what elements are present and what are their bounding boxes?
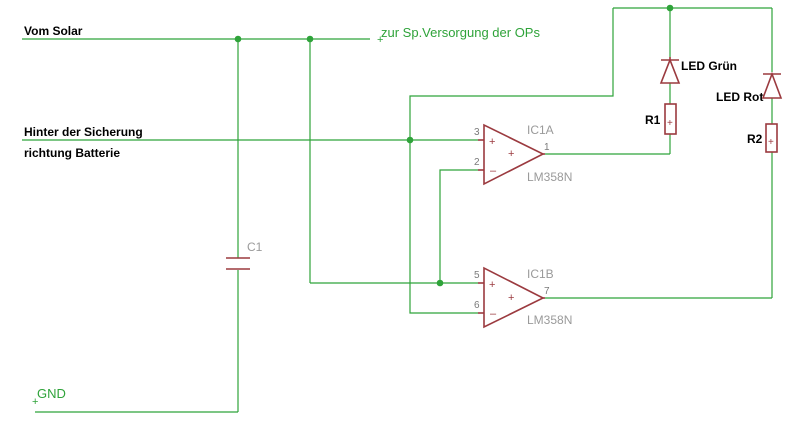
opamp-ic1b-plus: + bbox=[489, 279, 495, 291]
junctions bbox=[234, 4, 674, 287]
capacitor-c1-label: C1 bbox=[247, 240, 263, 254]
led-green: LED Grün bbox=[659, 57, 737, 84]
resistor-r1-label: R1 bbox=[645, 113, 661, 127]
resistor-r1: + R1 bbox=[645, 103, 677, 135]
opamp-ic1b-name: IC1B bbox=[527, 267, 554, 281]
capacitor-c1: C1 bbox=[226, 240, 263, 270]
resistor-r1-marker: + bbox=[667, 118, 673, 129]
opamp-ic1a-minus: – bbox=[490, 165, 497, 177]
opamp-ic1a-pin2: 2 bbox=[474, 157, 480, 168]
opamp-ic1a-plus: + bbox=[489, 136, 495, 148]
net-label-gnd-marker: + bbox=[32, 396, 38, 408]
opamp-ic1a-supply-plus: + bbox=[508, 148, 514, 160]
resistor-r2-marker: + bbox=[768, 137, 774, 148]
junction-dot bbox=[306, 35, 314, 43]
opamp-ic1b-type: LM358N bbox=[527, 313, 572, 327]
net-label-op-supply-marker: + bbox=[377, 34, 383, 46]
junction-dot bbox=[436, 279, 444, 287]
led-red: LED Rot bbox=[716, 71, 783, 104]
opamp-ic1b-pin6: 6 bbox=[474, 300, 480, 311]
opamp-ic1b: + – + 5 6 7 IC1B LM358N bbox=[474, 266, 572, 329]
resistor-r2: + R2 bbox=[747, 123, 778, 153]
wires bbox=[22, 7, 773, 413]
opamp-ic1a-pin1: 1 bbox=[544, 142, 550, 153]
opamp-ic1b-minus: – bbox=[490, 308, 497, 320]
net-label-battery-line2: richtung Batterie bbox=[24, 146, 120, 160]
led-red-label: LED Rot bbox=[716, 90, 763, 104]
net-label-battery-line1: Hinter der Sicherung bbox=[24, 125, 143, 139]
net-label-gnd: GND bbox=[37, 386, 66, 401]
net-label-op-supply: zur Sp.Versorgung der OPs bbox=[381, 25, 540, 40]
opamp-ic1a-name: IC1A bbox=[527, 123, 554, 137]
opamp-ic1a-pin3: 3 bbox=[474, 127, 480, 138]
junction-dot bbox=[406, 136, 414, 144]
opamp-ic1b-pin5: 5 bbox=[474, 270, 480, 281]
opamp-ic1b-supply-plus: + bbox=[508, 292, 514, 304]
junction-dot bbox=[234, 35, 242, 43]
net-label-vom-solar: Vom Solar bbox=[24, 24, 83, 38]
opamp-ic1b-pin7: 7 bbox=[544, 286, 550, 297]
opamp-ic1a: + – + 3 2 1 IC1A LM358N bbox=[474, 123, 572, 186]
resistor-r2-label: R2 bbox=[747, 132, 763, 146]
opamp-ic1a-type: LM358N bbox=[527, 170, 572, 184]
junction-dot bbox=[666, 4, 674, 12]
led-green-label: LED Grün bbox=[681, 59, 737, 73]
